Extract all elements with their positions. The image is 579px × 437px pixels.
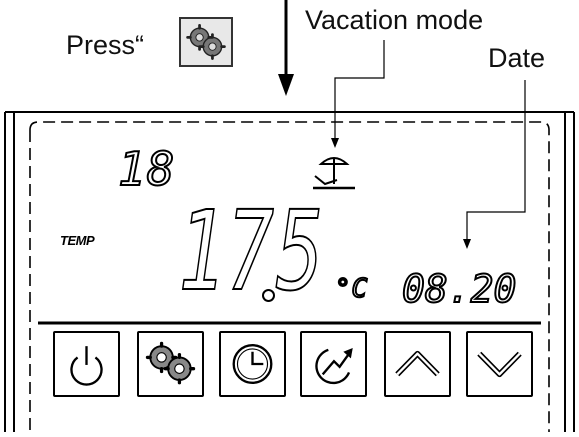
mode-number-readout: 18	[117, 141, 176, 197]
settings-button[interactable]	[137, 331, 204, 397]
decimal-point	[262, 289, 275, 302]
chevron-down-icon	[477, 351, 522, 378]
temperature-decimal: 5	[275, 187, 325, 315]
eco-button[interactable]	[300, 331, 367, 397]
clock-icon	[232, 344, 273, 384]
gears-icon	[179, 17, 233, 67]
vacation-mode-label: Vacation mode	[305, 5, 484, 35]
up-button[interactable]	[384, 331, 451, 397]
temp-tag: TEMP	[60, 233, 95, 248]
press-label: Press“	[66, 30, 145, 60]
device-frame	[0, 110, 579, 432]
date-label: Date	[488, 43, 546, 73]
power-button[interactable]	[53, 331, 120, 397]
leaf-arrow-icon	[315, 348, 353, 385]
gears-icon	[145, 341, 196, 385]
temperature-integer: 17	[177, 187, 275, 315]
down-button[interactable]	[466, 331, 533, 397]
power-icon	[70, 346, 103, 386]
date-readout: 08.20	[401, 266, 517, 312]
chevron-up-icon	[395, 350, 440, 377]
temperature-unit: °C	[334, 273, 369, 305]
clock-button[interactable]	[219, 331, 286, 397]
beach-umbrella-icon	[311, 150, 357, 192]
